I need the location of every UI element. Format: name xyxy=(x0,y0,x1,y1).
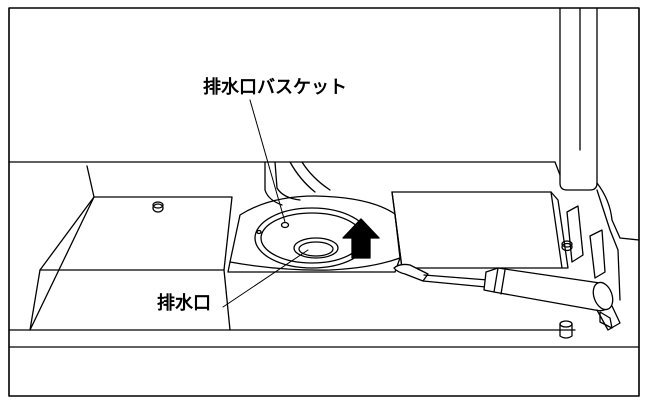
drain-outlet-label: 排水口 xyxy=(157,293,211,314)
left-cover-plate xyxy=(39,196,233,271)
drain-outlet-hole xyxy=(293,237,339,259)
basket-leader-line xyxy=(249,99,286,223)
arrow-up-icon xyxy=(342,218,380,259)
drain-leader-line xyxy=(222,249,309,308)
right-cover-plate xyxy=(391,191,563,269)
screwdriver-icon xyxy=(393,263,621,331)
right-upright xyxy=(559,7,598,191)
drain-basket-label: 排水口バスケット xyxy=(203,77,347,98)
left-plate-screw xyxy=(152,203,164,213)
frame xyxy=(8,7,640,397)
